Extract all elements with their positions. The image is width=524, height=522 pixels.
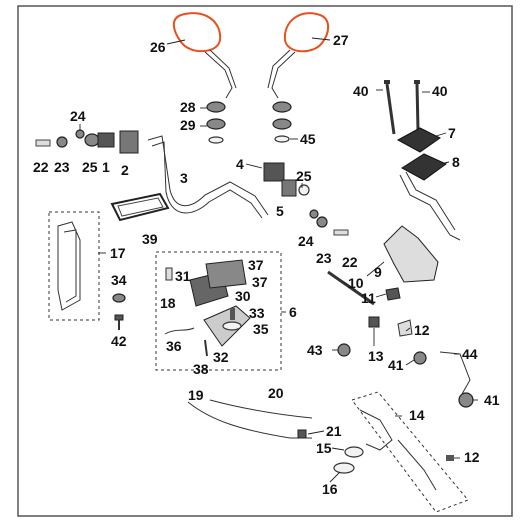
label-32: 32 bbox=[213, 349, 229, 365]
label-21: 21 bbox=[326, 423, 342, 439]
label-23-left: 23 bbox=[54, 159, 70, 175]
label-3: 3 bbox=[180, 170, 188, 186]
label-4: 4 bbox=[236, 156, 244, 172]
label-22-right: 22 bbox=[342, 254, 358, 270]
label-19: 19 bbox=[188, 387, 204, 403]
bolts-21-15-16 bbox=[297, 429, 364, 474]
label-25-left: 25 bbox=[82, 159, 98, 175]
label-44: 44 bbox=[462, 346, 478, 362]
handlebar bbox=[147, 135, 269, 219]
label-13: 13 bbox=[368, 348, 384, 364]
label-43: 43 bbox=[307, 342, 323, 358]
label-18: 18 bbox=[160, 295, 176, 311]
left-grip-parts bbox=[35, 129, 139, 154]
label-40-right: 40 bbox=[432, 83, 448, 99]
label-26: 26 bbox=[150, 39, 166, 55]
mirror-nuts-left bbox=[206, 101, 226, 144]
label-12-bottom: 12 bbox=[464, 449, 480, 465]
label-6: 6 bbox=[289, 304, 297, 320]
part-number-labels: 26 27 28 29 45 40 40 7 8 24 22 23 25 1 2… bbox=[33, 32, 500, 497]
label-16: 16 bbox=[322, 481, 338, 497]
label-41-left: 41 bbox=[388, 357, 404, 373]
label-14: 14 bbox=[409, 407, 425, 423]
group-box-17 bbox=[48, 211, 100, 321]
label-7: 7 bbox=[448, 125, 456, 141]
group-box-14 bbox=[351, 391, 469, 513]
label-22-left: 22 bbox=[33, 159, 49, 175]
label-34: 34 bbox=[111, 272, 127, 288]
label-9: 9 bbox=[374, 264, 382, 280]
label-24-right: 24 bbox=[298, 233, 314, 249]
cover-39 bbox=[110, 192, 170, 222]
label-12-top: 12 bbox=[414, 322, 430, 338]
label-15: 15 bbox=[316, 440, 332, 456]
cables bbox=[187, 399, 313, 439]
label-33: 33 bbox=[249, 305, 265, 321]
label-41-right: 41 bbox=[484, 392, 500, 408]
right-grip-parts bbox=[263, 162, 349, 236]
label-10: 10 bbox=[348, 275, 364, 291]
label-5: 5 bbox=[276, 203, 284, 219]
label-17: 17 bbox=[110, 245, 126, 261]
diagram-frame bbox=[17, 5, 513, 517]
bolt-34-42 bbox=[112, 293, 126, 330]
leader-lines bbox=[79, 37, 478, 483]
label-2: 2 bbox=[121, 162, 129, 178]
brake-lever bbox=[327, 225, 474, 408]
label-37-a: 37 bbox=[248, 257, 264, 273]
label-29: 29 bbox=[180, 117, 196, 133]
label-27: 27 bbox=[333, 32, 349, 48]
label-25-right: 25 bbox=[296, 168, 312, 184]
label-11: 11 bbox=[361, 290, 376, 306]
label-8: 8 bbox=[452, 154, 460, 170]
label-39: 39 bbox=[142, 231, 158, 247]
label-28: 28 bbox=[180, 99, 196, 115]
label-30: 30 bbox=[235, 288, 251, 304]
label-24-left: 24 bbox=[70, 108, 86, 124]
label-36: 36 bbox=[166, 338, 182, 354]
label-31: 31 bbox=[175, 268, 191, 284]
right-mirror bbox=[267, 12, 330, 99]
label-45: 45 bbox=[300, 131, 316, 147]
label-20: 20 bbox=[268, 385, 284, 401]
label-40-left: 40 bbox=[353, 83, 369, 99]
mirror-nuts-right bbox=[272, 101, 292, 143]
label-38: 38 bbox=[193, 361, 209, 377]
label-42: 42 bbox=[111, 333, 127, 349]
label-37-b: 37 bbox=[252, 274, 268, 290]
label-23-right: 23 bbox=[316, 250, 332, 266]
group-box-6 bbox=[155, 251, 282, 371]
bolts-40 bbox=[384, 80, 420, 135]
footrest-pads bbox=[396, 127, 461, 241]
label-35: 35 bbox=[253, 321, 269, 337]
left-mirror bbox=[172, 12, 237, 99]
label-1: 1 bbox=[102, 159, 110, 175]
